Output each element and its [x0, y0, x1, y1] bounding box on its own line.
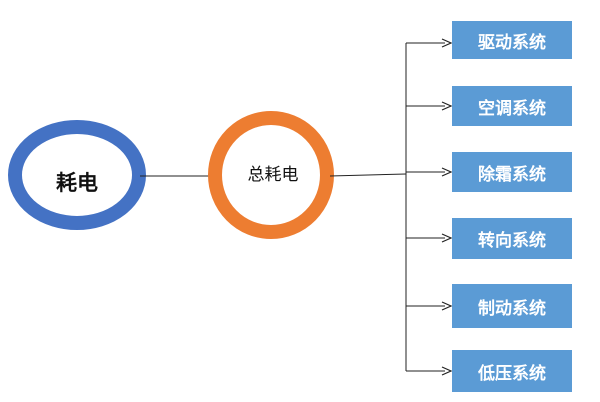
arrowhead-ac [441, 101, 453, 111]
system-box-brake: 制动系统 [452, 284, 572, 328]
root-label: 耗电 [56, 171, 98, 195]
system-box-drive: 驱动系统 [452, 21, 572, 59]
arrowhead-drive [441, 38, 453, 48]
arrowhead-defrost [441, 167, 453, 177]
system-box-defrost: 除霜系统 [452, 152, 572, 192]
arrowhead-brake [441, 301, 453, 311]
total-ring [208, 111, 334, 239]
branch-arrows [406, 38, 453, 376]
root-ring [8, 120, 146, 230]
total-label: 总耗电 [247, 165, 299, 185]
total-to-trunk-line [329, 173, 407, 177]
system-box-ac: 空调系统 [452, 86, 572, 126]
arrowhead-steering [441, 233, 453, 243]
arrowhead-lowvoltage [441, 366, 453, 376]
system-box-steering: 转向系统 [452, 218, 572, 259]
system-box-lowvoltage: 低压系统 [452, 350, 572, 392]
